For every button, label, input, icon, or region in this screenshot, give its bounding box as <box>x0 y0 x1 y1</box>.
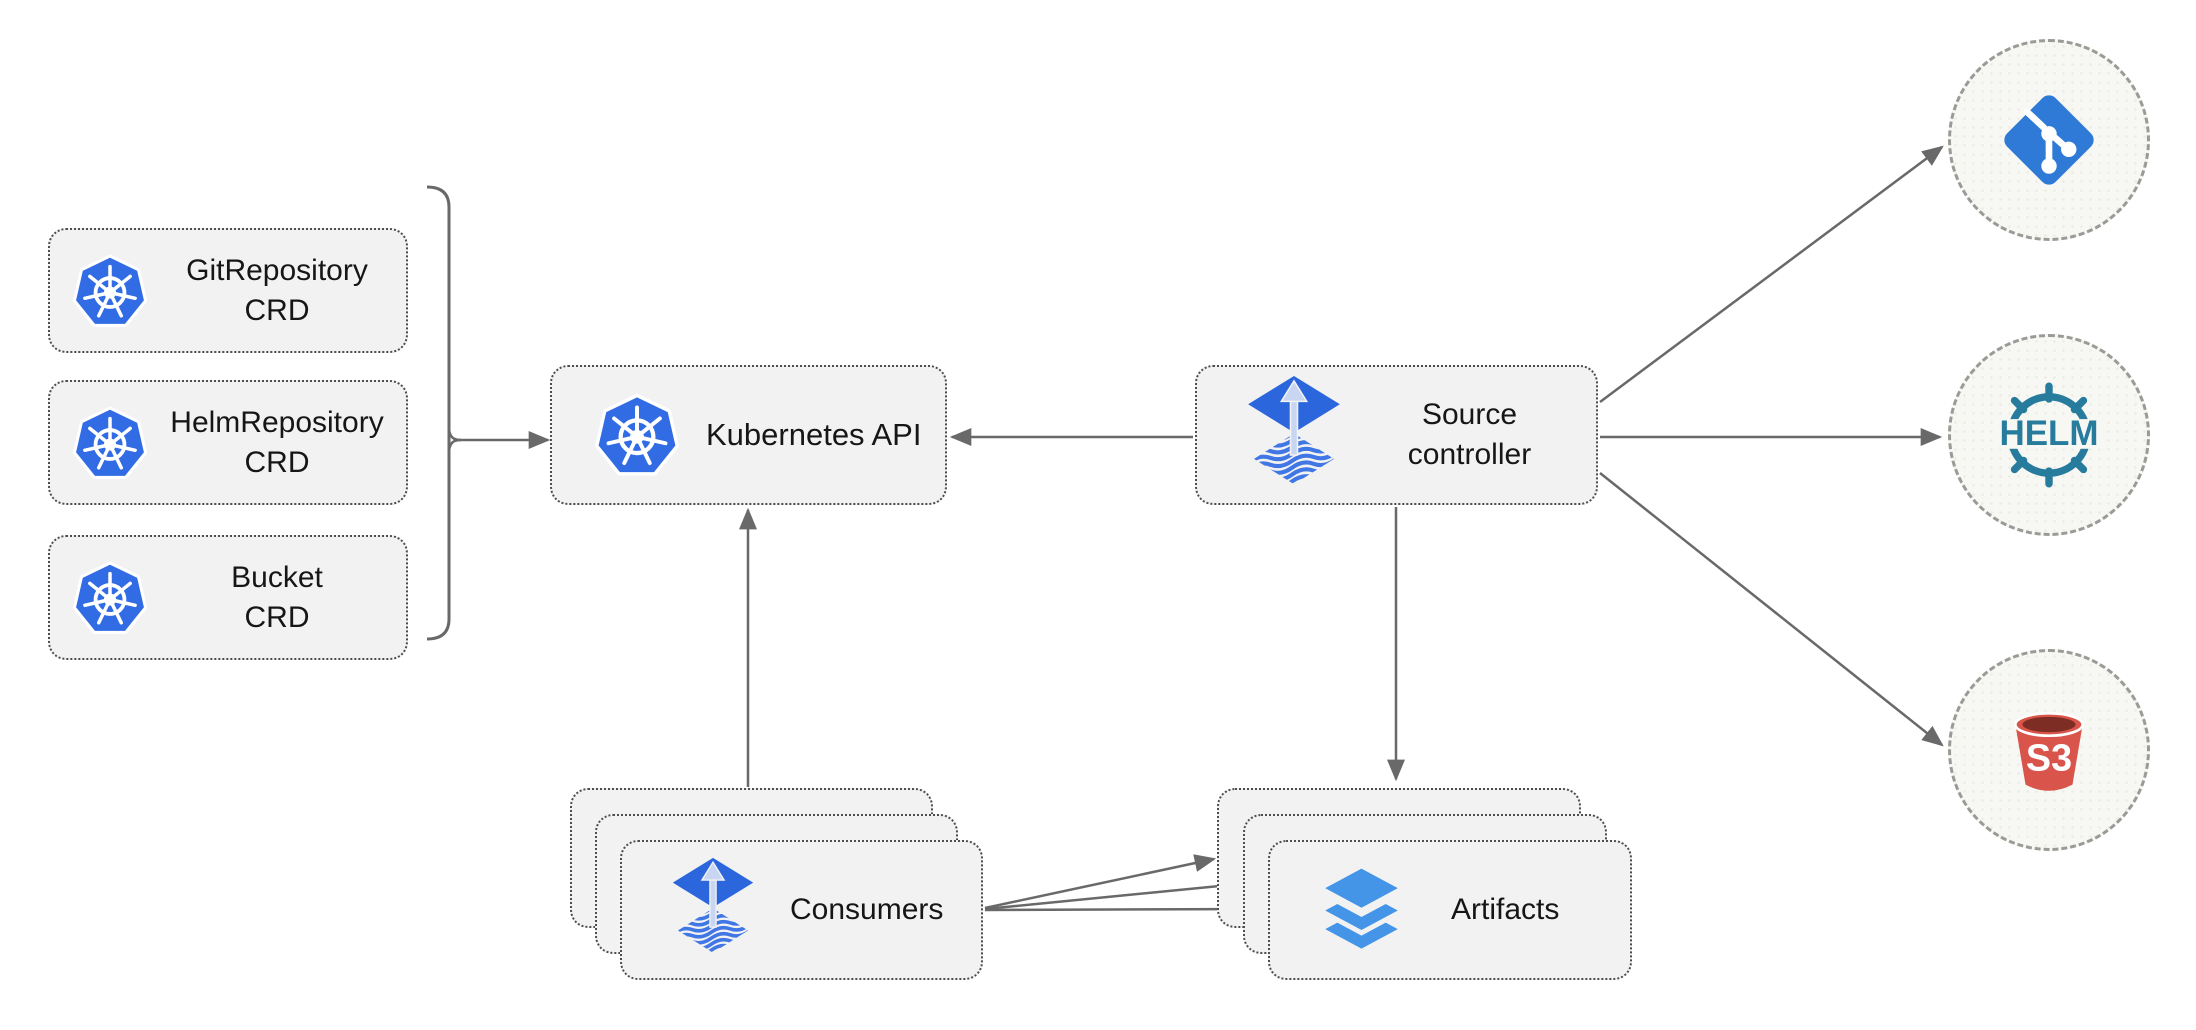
kubernetes-icon <box>72 560 148 636</box>
flux-icon <box>670 857 756 963</box>
source-controller-line1: Source <box>1421 398 1518 432</box>
s3-bucket-icon <box>1998 699 2100 801</box>
node-kubernetes-api: Kubernetes API <box>550 365 947 505</box>
helm-repository-crd-line2: CRD <box>244 445 310 479</box>
crd-group-bracket <box>426 185 451 641</box>
arrow-consumers-to-artifacts-middle <box>984 876 1243 911</box>
node-artifacts: Artifacts <box>1268 840 1632 980</box>
kubernetes-icon <box>72 253 148 329</box>
arrow-source-controller-to-s3 <box>1599 472 1944 747</box>
helm-repository-crd-label: HelmRepository CRD <box>148 403 406 482</box>
consumers-label: Consumers <box>790 893 944 927</box>
git-repository-crd-line1: GitRepository <box>186 253 368 287</box>
node-s3-bucket-remote <box>1948 649 2150 851</box>
kubernetes-api-label: Kubernetes API <box>706 416 922 452</box>
bucket-crd-line2: CRD <box>244 600 310 634</box>
node-helm-repository-remote <box>1948 334 2150 536</box>
git-icon <box>1997 88 2101 192</box>
node-source-controller: Source controller <box>1195 365 1598 505</box>
source-controller-label: Source controller <box>1343 395 1596 474</box>
artifacts-label: Artifacts <box>1451 893 1560 927</box>
layers-icon <box>1314 864 1409 957</box>
node-consumers: Consumers <box>620 840 983 980</box>
source-controller-line2: controller <box>1407 438 1532 471</box>
bucket-crd-label: Bucket CRD <box>148 558 406 637</box>
arrow-consumers-to-artifacts-back <box>984 854 1217 910</box>
kubernetes-icon <box>72 405 148 481</box>
git-repository-crd-label: GitRepository CRD <box>148 251 406 330</box>
kubernetes-icon <box>594 392 680 478</box>
helm-icon <box>1996 382 2102 488</box>
bucket-crd-line1: Bucket <box>231 560 323 594</box>
node-git-remote <box>1948 39 2150 241</box>
node-bucket-crd: Bucket CRD <box>48 535 408 660</box>
git-repository-crd-line2: CRD <box>244 293 310 327</box>
node-git-repository-crd: GitRepository CRD <box>48 228 408 353</box>
arrow-source-controller-to-git <box>1599 145 1944 404</box>
flux-icon <box>1245 375 1343 496</box>
node-helm-repository-crd: HelmRepository CRD <box>48 380 408 505</box>
helm-repository-crd-line1: HelmRepository <box>170 405 384 439</box>
